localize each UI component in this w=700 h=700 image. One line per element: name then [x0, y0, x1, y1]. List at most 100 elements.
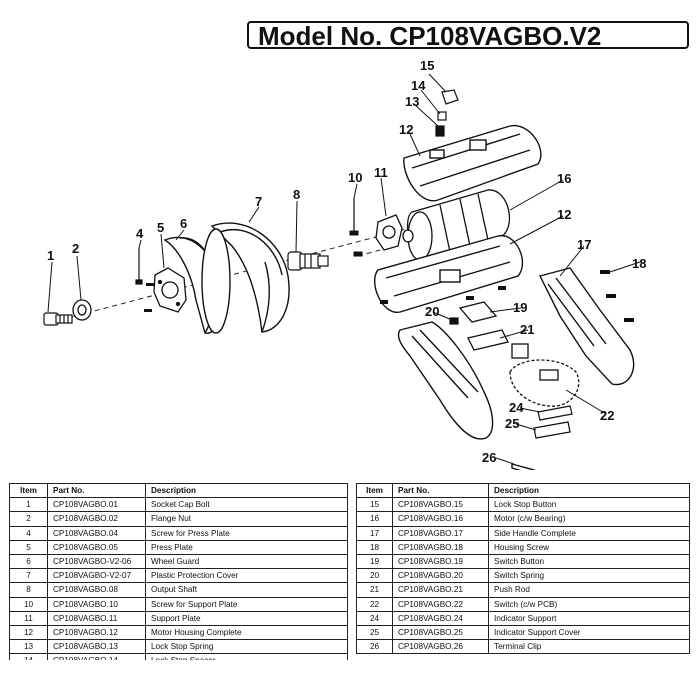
description-cell: Push Rod [488, 582, 690, 598]
part-no-cell: CP108VAGBO.12 [47, 624, 146, 641]
part-no-cell: CP108VAGBO.22 [392, 596, 489, 612]
item-cell: 11 [9, 610, 48, 626]
part-no-cell: CP108VAGBO.13 [47, 639, 146, 655]
side-handle [538, 267, 635, 386]
description-cell: Terminal Clip [488, 639, 690, 655]
item-cell: 2 [9, 511, 48, 527]
part-no-cell: CP108VAGBO-V2-06 [47, 553, 146, 570]
part-no-cell: CP108VAGBO.04 [47, 525, 146, 541]
callout-4: 4 [136, 226, 144, 241]
description-cell: Side Handle Complete [488, 525, 690, 541]
part-no-cell: CP108VAGBO-V2-07 [47, 568, 146, 584]
column-header-part-no: Part No. [392, 482, 489, 499]
description-cell: Wheel Guard [145, 553, 348, 570]
part-no-cell: CP108VAGBO.16 [392, 511, 489, 527]
lock-stop-assembly [435, 89, 459, 137]
description-cell: Lock Stop Button [488, 497, 690, 513]
part-no-cell: CP108VAGBO.15 [392, 497, 489, 513]
callout-6: 6 [180, 216, 187, 231]
description-cell: Motor (c/w Bearing) [488, 511, 690, 527]
part-no-cell: CP108VAGBO.02 [47, 511, 146, 527]
motor-housing-upper [403, 125, 542, 202]
leader-lines [47, 73, 641, 465]
description-cell: Switch Button [488, 553, 690, 570]
page-crop-edge [0, 660, 700, 700]
callout-18: 18 [632, 256, 646, 271]
part-no-cell: CP108VAGBO.01 [47, 497, 146, 513]
callout-21: 21 [520, 322, 534, 337]
callout-20: 20 [425, 304, 439, 319]
switch-pcb [509, 343, 580, 407]
callout-13: 13 [405, 94, 419, 109]
description-cell: Indicator Support [488, 610, 690, 626]
item-cell: 4 [9, 525, 48, 541]
item-cell: 10 [9, 596, 48, 612]
callout-12-lower: 12 [557, 207, 571, 222]
description-cell: Output Shaft [145, 582, 348, 598]
grip-handle-left [397, 321, 494, 440]
callout-17: 17 [577, 237, 591, 252]
callout-15: 15 [420, 58, 434, 73]
description-cell: Support Plate [145, 610, 348, 626]
support-plate-screws [349, 198, 363, 257]
plastic-protection-cover [201, 222, 290, 334]
switch-button [458, 301, 498, 323]
description-cell: Socket Cap Bolt [145, 497, 348, 513]
part-no-cell: CP108VAGBO.17 [392, 525, 489, 541]
support-plate [375, 214, 403, 251]
item-cell: 17 [356, 525, 393, 541]
callout-8: 8 [293, 187, 300, 202]
item-cell: 22 [356, 596, 393, 612]
item-cell: 25 [356, 624, 393, 641]
description-cell: Housing Screw [488, 539, 690, 555]
item-cell: 19 [356, 553, 393, 570]
part-no-cell: CP108VAGBO.11 [47, 610, 146, 626]
description-cell: Screw for Support Plate [145, 596, 348, 612]
socket-cap-bolt [43, 312, 73, 326]
callout-16: 16 [557, 171, 571, 186]
callout-22: 22 [600, 408, 614, 423]
item-cell: 15 [356, 497, 393, 513]
item-cell: 18 [356, 539, 393, 555]
item-cell: 26 [356, 639, 393, 655]
table-header-row: Item Part No. Description [356, 482, 690, 499]
indicator-support-cover [533, 421, 571, 439]
column-header-item: Item [356, 482, 393, 499]
column-header-description: Description [488, 482, 690, 499]
push-rod [467, 329, 509, 351]
part-no-cell: CP108VAGBO.25 [392, 624, 489, 641]
indicator-support [537, 405, 573, 421]
item-cell: 21 [356, 582, 393, 598]
callout-5: 5 [157, 220, 164, 235]
item-cell: 5 [9, 539, 48, 555]
description-cell: Switch (c/w PCB) [488, 596, 690, 612]
item-cell: 8 [9, 582, 48, 598]
callout-26: 26 [482, 450, 496, 465]
part-no-cell: CP108VAGBO.21 [392, 582, 489, 598]
description-cell: Screw for Press Plate [145, 525, 348, 541]
output-shaft [287, 251, 329, 271]
description-cell: Indicator Support Cover [488, 624, 690, 641]
switch-spring [449, 317, 459, 325]
callout-12-upper: 12 [399, 122, 413, 137]
callout-11: 11 [374, 165, 388, 180]
housing-screws-lower [380, 286, 506, 304]
callout-10: 10 [348, 170, 362, 185]
part-no-cell: CP108VAGBO.08 [47, 582, 146, 598]
part-no-cell: CP108VAGBO.26 [392, 639, 489, 655]
callout-7: 7 [255, 194, 262, 209]
terminal-clip [511, 463, 536, 470]
